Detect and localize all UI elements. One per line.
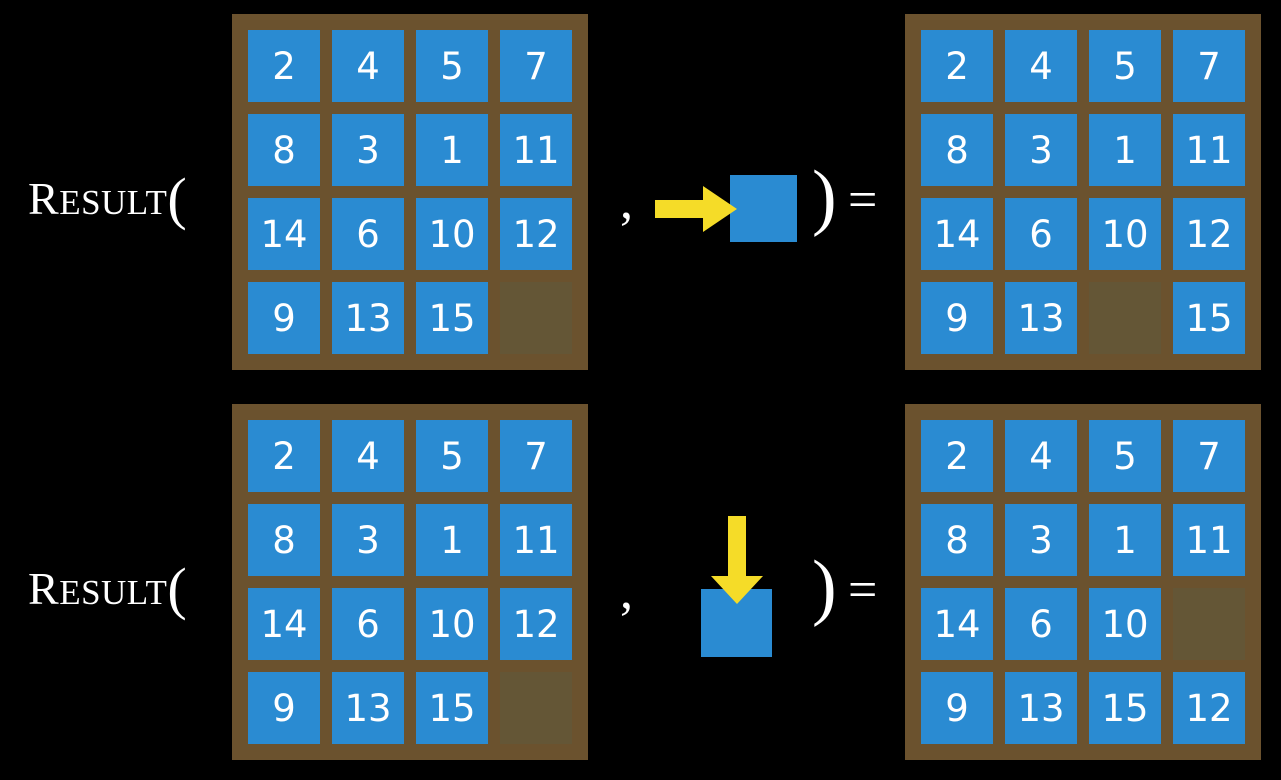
- result-function-label-row-2: RESULT(: [28, 556, 187, 618]
- tile[interactable]: 6: [1005, 588, 1077, 660]
- tile[interactable]: 2: [248, 30, 320, 102]
- blank-cell[interactable]: [500, 672, 572, 744]
- output-board-row-1[interactable]: 2 4 5 7 8 3 1 11 14 6 10 12 9 13 15: [905, 14, 1261, 370]
- tile[interactable]: 8: [248, 504, 320, 576]
- tile[interactable]: 5: [416, 30, 488, 102]
- tile[interactable]: 7: [500, 30, 572, 102]
- tile[interactable]: 12: [1173, 198, 1245, 270]
- tile[interactable]: 15: [1089, 672, 1161, 744]
- tile[interactable]: 4: [1005, 420, 1077, 492]
- tile[interactable]: 1: [1089, 114, 1161, 186]
- equation-row-2: RESULT( 2 4 5 7 8 3 1 11 14 6 10 12 9 13…: [0, 390, 1281, 780]
- tile[interactable]: 12: [500, 198, 572, 270]
- tile[interactable]: 2: [248, 420, 320, 492]
- tile[interactable]: 1: [416, 114, 488, 186]
- tile[interactable]: 9: [921, 672, 993, 744]
- tile[interactable]: 9: [248, 672, 320, 744]
- tile[interactable]: 4: [332, 420, 404, 492]
- tile[interactable]: 5: [1089, 420, 1161, 492]
- tile[interactable]: 9: [248, 282, 320, 354]
- tile[interactable]: 5: [1089, 30, 1161, 102]
- tile[interactable]: 4: [332, 30, 404, 102]
- output-board-row-2[interactable]: 2 4 5 7 8 3 1 11 14 6 10 9 13 15 12: [905, 404, 1261, 760]
- tile[interactable]: 6: [1005, 198, 1077, 270]
- tile[interactable]: 11: [1173, 114, 1245, 186]
- blank-cell[interactable]: [1173, 588, 1245, 660]
- tile[interactable]: 4: [1005, 30, 1077, 102]
- tile[interactable]: 2: [921, 30, 993, 102]
- tile[interactable]: 6: [332, 588, 404, 660]
- tile[interactable]: 2: [921, 420, 993, 492]
- close-paren-row-1: ): [812, 156, 837, 238]
- tile[interactable]: 11: [1173, 504, 1245, 576]
- tile[interactable]: 10: [416, 588, 488, 660]
- arrow-down-icon: [711, 516, 763, 604]
- tile[interactable]: 13: [1005, 282, 1077, 354]
- equals-sign-row-2: =: [848, 562, 878, 619]
- tile[interactable]: 3: [332, 504, 404, 576]
- tile[interactable]: 8: [248, 114, 320, 186]
- tile[interactable]: 3: [1005, 504, 1077, 576]
- tile[interactable]: 8: [921, 114, 993, 186]
- tile[interactable]: 14: [921, 198, 993, 270]
- blank-cell[interactable]: [500, 282, 572, 354]
- tile[interactable]: 13: [332, 672, 404, 744]
- open-paren-row-2: (: [167, 556, 188, 621]
- tile[interactable]: 10: [1089, 588, 1161, 660]
- tile[interactable]: 11: [500, 504, 572, 576]
- tile[interactable]: 1: [1089, 504, 1161, 576]
- comma-separator-row-1: ,: [620, 173, 633, 230]
- equation-row-1: RESULT( 2 4 5 7 8 3 1 11 14 6 10 12 9 13…: [28, 14, 1261, 370]
- tile[interactable]: 10: [416, 198, 488, 270]
- close-paren-row-2: ): [812, 546, 837, 628]
- result-label-esult-row-2: ESULT: [59, 573, 168, 612]
- arrow-right-icon: [655, 186, 737, 232]
- result-function-label-row-1: RESULT(: [28, 166, 187, 228]
- result-label-esult-row-1: ESULT: [59, 183, 168, 222]
- tile[interactable]: 15: [416, 282, 488, 354]
- comma-separator-row-2: ,: [620, 563, 633, 620]
- input-board-row-1[interactable]: 2 4 5 7 8 3 1 11 14 6 10 12 9 13 15: [232, 14, 588, 370]
- tile[interactable]: 11: [500, 114, 572, 186]
- tile[interactable]: 7: [500, 420, 572, 492]
- equals-sign-row-1: =: [848, 172, 878, 229]
- tile[interactable]: 14: [248, 198, 320, 270]
- tile[interactable]: 3: [1005, 114, 1077, 186]
- tile[interactable]: 14: [248, 588, 320, 660]
- tile[interactable]: 10: [1089, 198, 1161, 270]
- tile[interactable]: 15: [416, 672, 488, 744]
- blank-tile-icon: [730, 175, 797, 242]
- tile[interactable]: 8: [921, 504, 993, 576]
- tile[interactable]: 1: [416, 504, 488, 576]
- tile[interactable]: 12: [500, 588, 572, 660]
- tile[interactable]: 7: [1173, 30, 1245, 102]
- result-label-r-row-2: R: [28, 563, 60, 614]
- tile[interactable]: 7: [1173, 420, 1245, 492]
- blank-cell[interactable]: [1089, 282, 1161, 354]
- tile[interactable]: 6: [332, 198, 404, 270]
- input-board-row-2[interactable]: 2 4 5 7 8 3 1 11 14 6 10 12 9 13 15: [232, 404, 588, 760]
- tile[interactable]: 5: [416, 420, 488, 492]
- tile[interactable]: 13: [332, 282, 404, 354]
- tile[interactable]: 13: [1005, 672, 1077, 744]
- open-paren-row-1: (: [167, 166, 188, 231]
- tile[interactable]: 12: [1173, 672, 1245, 744]
- tile[interactable]: 14: [921, 588, 993, 660]
- tile[interactable]: 15: [1173, 282, 1245, 354]
- tile[interactable]: 9: [921, 282, 993, 354]
- tile[interactable]: 3: [332, 114, 404, 186]
- result-label-r-row-1: R: [28, 173, 60, 224]
